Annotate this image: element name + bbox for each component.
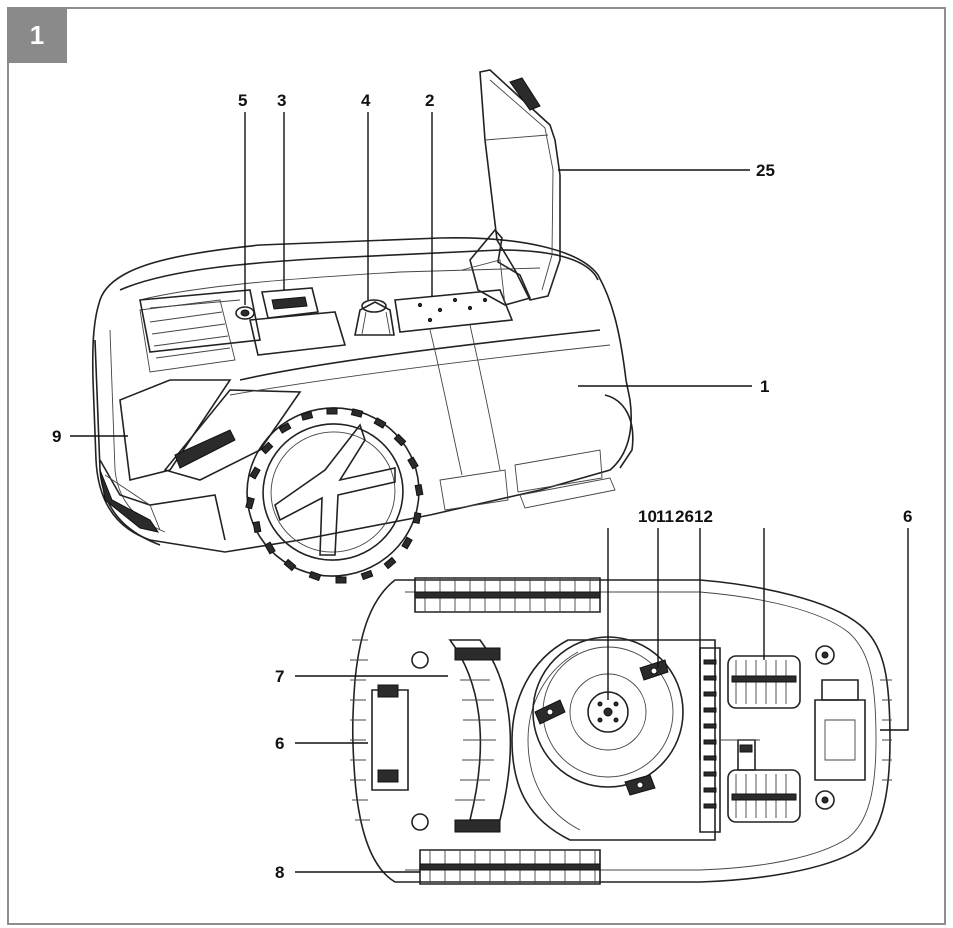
callout-8: 8 xyxy=(275,863,284,882)
callout-7: 7 xyxy=(275,667,284,686)
figure-number-badge: 1 xyxy=(7,7,67,63)
callout-2: 2 xyxy=(425,91,434,110)
mower-underside-illustration xyxy=(350,577,892,885)
callout-6-rear: 6 xyxy=(903,507,912,526)
callout-5: 5 xyxy=(238,91,247,110)
mower-body-illustration xyxy=(91,69,634,584)
figure-frame xyxy=(7,7,946,925)
callout-4: 4 xyxy=(361,91,371,110)
callout-3: 3 xyxy=(277,91,286,110)
callout-25: 25 xyxy=(756,161,775,180)
callout-1: 1 xyxy=(760,377,769,396)
callout-leader-lines xyxy=(70,112,909,873)
callout-26: 26 xyxy=(675,507,694,526)
callout-11: 11 xyxy=(656,507,674,526)
callout-10: 10 xyxy=(638,507,657,526)
callout-6-front: 6 xyxy=(275,734,284,753)
callout-12: 12 xyxy=(694,507,713,526)
callout-9: 9 xyxy=(52,427,61,446)
